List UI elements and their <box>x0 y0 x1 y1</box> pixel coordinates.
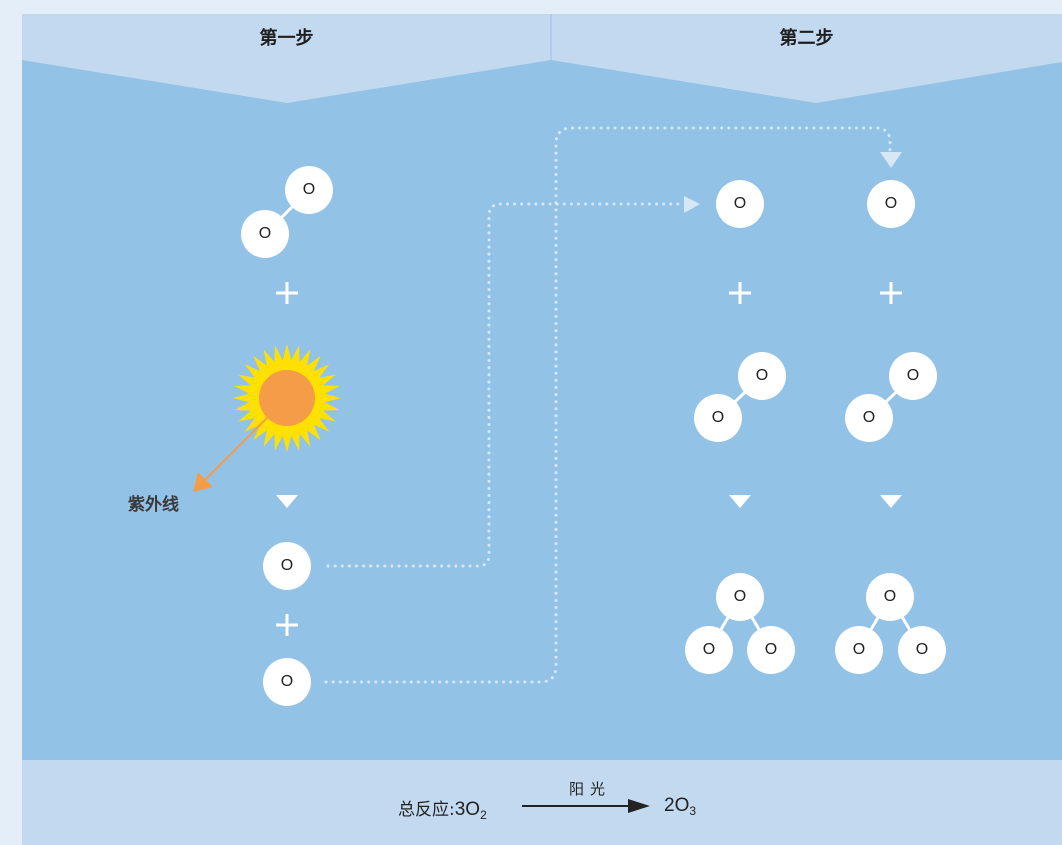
atom-label: O <box>733 588 747 605</box>
atom-label: O <box>258 225 272 242</box>
step2b-o2-bottom <box>845 394 893 442</box>
atom-label: O <box>906 367 920 384</box>
o2-atom-bottom <box>241 210 289 258</box>
ozone-a-right <box>747 626 795 674</box>
uv-label: 紫外线 <box>128 495 179 515</box>
plus-signs <box>276 282 902 636</box>
down-arrow-1 <box>276 495 298 508</box>
footer-band <box>22 760 1062 845</box>
atom-label: O <box>852 641 866 658</box>
equation-product: 2O3 <box>664 795 696 818</box>
ozone-b-right <box>898 626 946 674</box>
atom-label: O <box>915 641 929 658</box>
step2-header: 第二步 <box>779 28 834 49</box>
header-band <box>22 14 1062 60</box>
reaction-arrowhead <box>628 799 650 813</box>
down-arrows <box>276 495 902 508</box>
atom-label: O <box>862 409 876 426</box>
atom-label: O <box>883 588 897 605</box>
atom-label: O <box>280 557 294 574</box>
atom-label: O <box>302 181 316 198</box>
plus-sign-2 <box>276 614 298 636</box>
ozone-a-top <box>716 573 764 621</box>
atom-label: O <box>702 641 716 658</box>
step2b-o-atom <box>867 180 915 228</box>
ozone-b-left <box>835 626 883 674</box>
equation-prefix: 总反应: <box>398 800 455 820</box>
atom-label: O <box>711 409 725 426</box>
step2a-o-atom <box>716 180 764 228</box>
atoms <box>241 166 946 706</box>
product-subscript: 3 <box>689 804 697 818</box>
main-panel <box>22 14 1062 760</box>
step2-chevron <box>551 60 1062 103</box>
o2-atom-top <box>285 166 333 214</box>
dotted-paths <box>324 126 892 684</box>
plus-sign-4 <box>880 282 902 304</box>
step2b-o2-top <box>889 352 937 400</box>
free-o-atom-1 <box>263 542 311 590</box>
atom-label: O <box>884 195 898 212</box>
product-formula: 2O <box>664 795 690 816</box>
ozone-b-top <box>866 573 914 621</box>
reactant-formula: 3O <box>454 799 481 820</box>
reactant-subscript: 2 <box>480 808 487 822</box>
path-arrowhead-b <box>880 152 902 168</box>
free-o-atom-2 <box>263 658 311 706</box>
plus-sign-1 <box>276 282 298 304</box>
path-arrowhead-a <box>684 196 700 213</box>
atom-label: O <box>280 673 294 690</box>
path-atom2-to-step2b <box>324 126 892 684</box>
atom-label: O <box>755 367 769 384</box>
step1-chevron <box>22 60 551 103</box>
down-arrow-2 <box>729 495 751 508</box>
equation-reactant: 总反应:3O2 <box>398 795 487 822</box>
down-arrow-3 <box>880 495 902 508</box>
uv-arrow-line <box>202 399 286 483</box>
reaction-condition: 阳光 <box>569 780 612 798</box>
ozone-a-left <box>685 626 733 674</box>
atom-label: O <box>733 195 747 212</box>
uv-arrowhead <box>193 472 213 492</box>
step2a-o2-top <box>738 352 786 400</box>
atom-label: O <box>764 641 778 658</box>
plus-sign-3 <box>729 282 751 304</box>
step1-header: 第一步 <box>259 28 314 49</box>
step2a-o2-bottom <box>694 394 742 442</box>
